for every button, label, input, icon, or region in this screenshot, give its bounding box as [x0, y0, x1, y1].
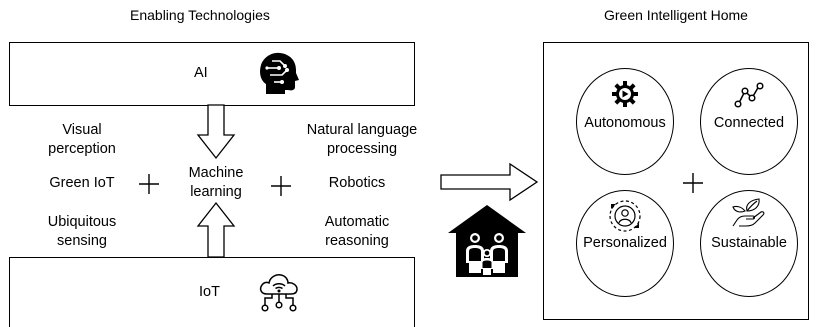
- gear-play-icon: [612, 81, 638, 107]
- family-home-icon: [448, 205, 526, 277]
- machine-learning-label: Machine learning: [188, 165, 244, 200]
- cloud-network-icon: [259, 274, 298, 312]
- right-arrow: [440, 162, 539, 202]
- enabling-technologies-title: Enabling Technologies: [130, 7, 270, 23]
- green-iot-label: Green IoT: [49, 175, 115, 191]
- autonomous-label: Autonomous: [584, 115, 666, 131]
- ai-box: [9, 42, 415, 106]
- automatic-reasoning-label: Automatic reasoning: [324, 214, 390, 249]
- personalized-label: Personalized: [583, 235, 667, 251]
- plus-sign-left: [139, 174, 159, 194]
- robotics-label: Robotics: [328, 175, 386, 191]
- ai-label: AI: [194, 65, 208, 81]
- plus-sign-right: [271, 176, 291, 196]
- iot-label: IoT: [199, 284, 220, 300]
- down-arrow: [196, 104, 236, 160]
- plus-sign-home: [683, 173, 703, 193]
- connected-nodes-icon: [734, 82, 764, 108]
- person-focus-icon: [609, 200, 641, 232]
- hand-leaf-icon: [732, 198, 765, 227]
- personalized-circle: [576, 190, 674, 297]
- ai-head-icon: [260, 52, 299, 94]
- connected-label: Connected: [713, 115, 785, 131]
- ubiquitous-sensing-label: Ubiquitous sensing: [47, 214, 117, 249]
- visual-perception-label: Visual perception: [48, 122, 116, 157]
- connected-circle: [700, 68, 798, 175]
- nlp-label: Natural language processing: [306, 122, 418, 157]
- up-arrow: [196, 201, 236, 258]
- green-intelligent-home-title: Green Intelligent Home: [604, 7, 748, 23]
- sustainable-label: Sustainable: [711, 235, 787, 251]
